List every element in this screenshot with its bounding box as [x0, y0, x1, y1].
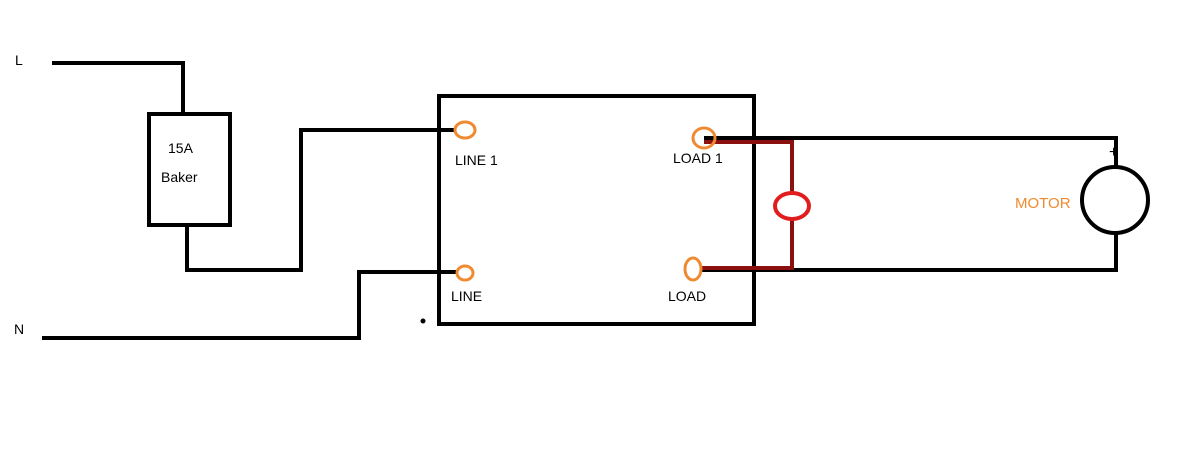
- motor-plus-label: +: [1109, 144, 1118, 161]
- wire-breaker-to-line1: [185, 128, 456, 272]
- label-l: L: [15, 52, 23, 68]
- wire-load-to-motor: [702, 233, 1118, 272]
- label-load1: LOAD 1: [673, 150, 723, 166]
- terminal-line1: [453, 120, 477, 140]
- label-n: N: [14, 321, 24, 337]
- terminal-load1: [691, 126, 717, 150]
- wire-load1-to-motor: [704, 136, 1118, 169]
- label-load: LOAD: [668, 288, 706, 304]
- motor-label: MOTOR: [1015, 195, 1071, 212]
- breaker-box: [147, 112, 232, 227]
- motor-circle: [1080, 165, 1150, 235]
- breaker-name-label: Baker: [161, 169, 198, 185]
- wire-l-to-breaker: [52, 61, 185, 114]
- terminal-line: [455, 264, 475, 282]
- wire-n-to-line: [42, 270, 456, 340]
- switch-box: [437, 94, 756, 326]
- label-line1: LINE 1: [455, 152, 498, 168]
- capacitor-loop: [773, 191, 811, 221]
- terminal-load: [683, 256, 703, 282]
- label-line: LINE: [451, 288, 482, 304]
- stray-dot: [420, 318, 426, 324]
- breaker-rating-label: 15A: [168, 140, 194, 156]
